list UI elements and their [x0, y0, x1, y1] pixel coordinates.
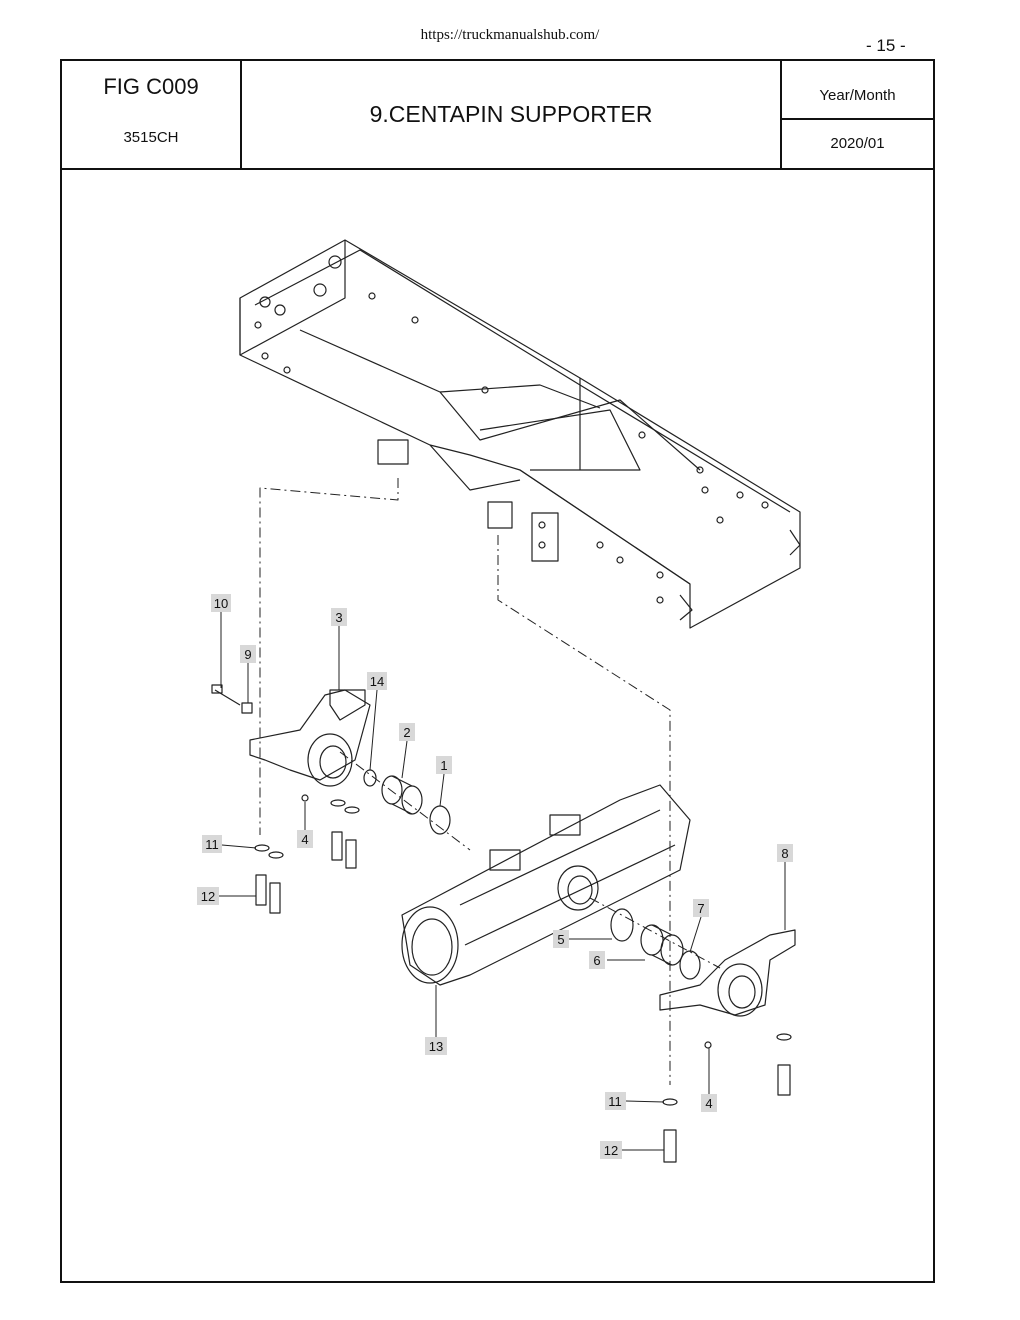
label-bg-10 [211, 594, 231, 612]
bolt-and-washer [211, 684, 253, 714]
ring-5 [610, 908, 634, 942]
figure-number: FIG C009 [103, 74, 199, 99]
label-bg-9 [240, 645, 256, 663]
axle-housing [401, 784, 691, 986]
label-bg-3 [331, 608, 347, 626]
callout-6: 6 [593, 953, 600, 968]
callout-14: 14 [370, 674, 384, 689]
label-bg-6 [589, 951, 605, 969]
callout-5: 5 [557, 932, 564, 947]
header-table: FIG C009 3515CH 9.CENTAPIN SUPPORTER Yea… [62, 61, 933, 170]
left-support-bracket [249, 689, 371, 787]
ring-1 [429, 805, 451, 835]
date-cell: Year/Month 2020/01 [782, 61, 933, 168]
callout-4-left: 4 [301, 832, 308, 847]
callout-4-right: 4 [705, 1096, 712, 1111]
callout-9: 9 [244, 647, 251, 662]
date-value: 2020/01 [830, 135, 885, 152]
callout-3: 3 [335, 610, 342, 625]
source-url[interactable]: https://truckmanualshub.com/ [420, 27, 600, 43]
lower-bolts-left [254, 799, 360, 914]
label-bg-1 [436, 756, 452, 774]
callout-1: 1 [440, 758, 447, 773]
model-code: 3515CH [123, 129, 179, 146]
grease-nipple-4a [301, 794, 309, 802]
callout-7: 7 [697, 901, 704, 916]
bushing-2 [381, 775, 423, 815]
label-bg-14 [367, 672, 387, 690]
callout-10: 10 [214, 596, 228, 611]
grease-nipple-4b [704, 1041, 712, 1049]
figure-cell: FIG C009 3515CH [62, 61, 242, 168]
callout-11-right: 11 [608, 1094, 622, 1109]
callout-12-left: 12 [201, 889, 215, 904]
bushing-6 [640, 924, 684, 966]
label-bg-7 [693, 899, 709, 917]
page-number: - 15 - [866, 36, 906, 55]
label-bg-12b [600, 1141, 622, 1159]
callout-labels: 10 9 3 14 2 1 11 4 12 8 7 5 6 13 11 4 12 [197, 594, 793, 1159]
frame-assembly [239, 239, 801, 629]
label-bg-12a [197, 887, 219, 905]
page-title: 9.CENTAPIN SUPPORTER [369, 101, 653, 127]
label-bg-8 [777, 844, 793, 862]
callout-13: 13 [429, 1039, 443, 1054]
label-bg-4a [297, 830, 313, 848]
year-month-label: Year/Month [782, 61, 933, 120]
page-frame: FIG C009 3515CH 9.CENTAPIN SUPPORTER Yea… [60, 59, 935, 1283]
callout-11-left: 11 [205, 837, 219, 852]
label-bg-5 [553, 930, 569, 948]
lower-bolts-right [662, 1033, 792, 1163]
label-bg-13 [425, 1037, 447, 1055]
callout-leaders [219, 612, 786, 1151]
label-bg-11a [202, 835, 222, 853]
callout-12-right: 12 [604, 1143, 618, 1158]
callout-8: 8 [781, 846, 788, 861]
assembly-guide-lines [259, 478, 721, 1085]
label-bg-4b [701, 1094, 717, 1112]
right-support-bracket [659, 929, 796, 1017]
label-bg-2 [399, 723, 415, 741]
title-cell: 9.CENTAPIN SUPPORTER [242, 61, 782, 168]
label-bg-11b [605, 1092, 626, 1110]
o-ring-7 [679, 950, 701, 980]
callout-2: 2 [403, 725, 410, 740]
